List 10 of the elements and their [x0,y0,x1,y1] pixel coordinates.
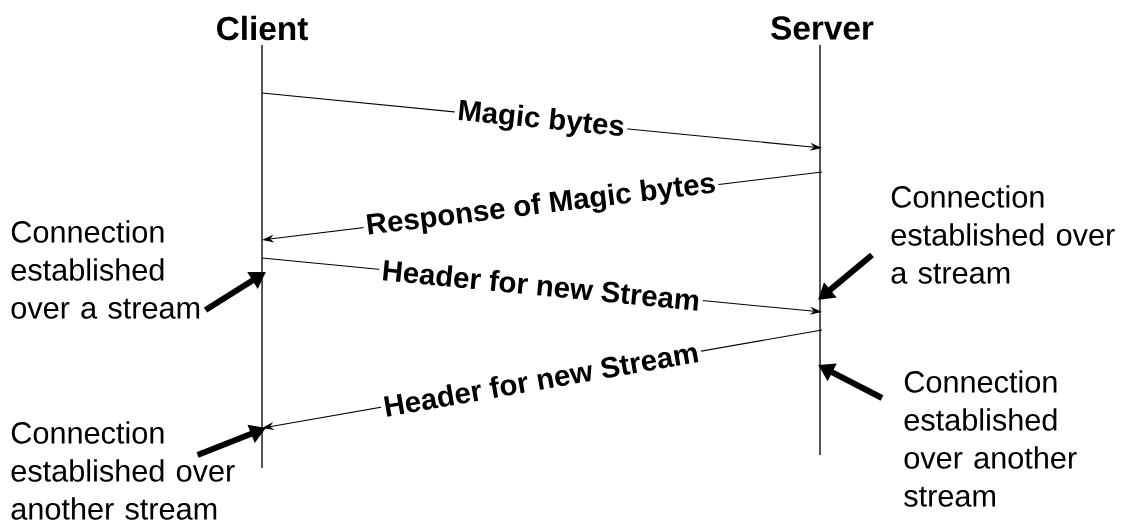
callout-text: Connection established over another stream [904,370,1077,507]
callout-text: Connection established over a stream [891,185,1115,284]
callout-text: Connection established over another stream [11,421,235,520]
message-label: Header for new Stream [378,337,704,421]
message-label: Magic bytes [453,95,629,146]
message-label: Header for new Stream [378,256,704,315]
message-label: Response of Magic bytes [361,168,721,244]
participant-label: Client [217,15,308,41]
callout-text: Connection established over a stream [11,220,200,319]
participant-label: Server [771,16,874,40]
